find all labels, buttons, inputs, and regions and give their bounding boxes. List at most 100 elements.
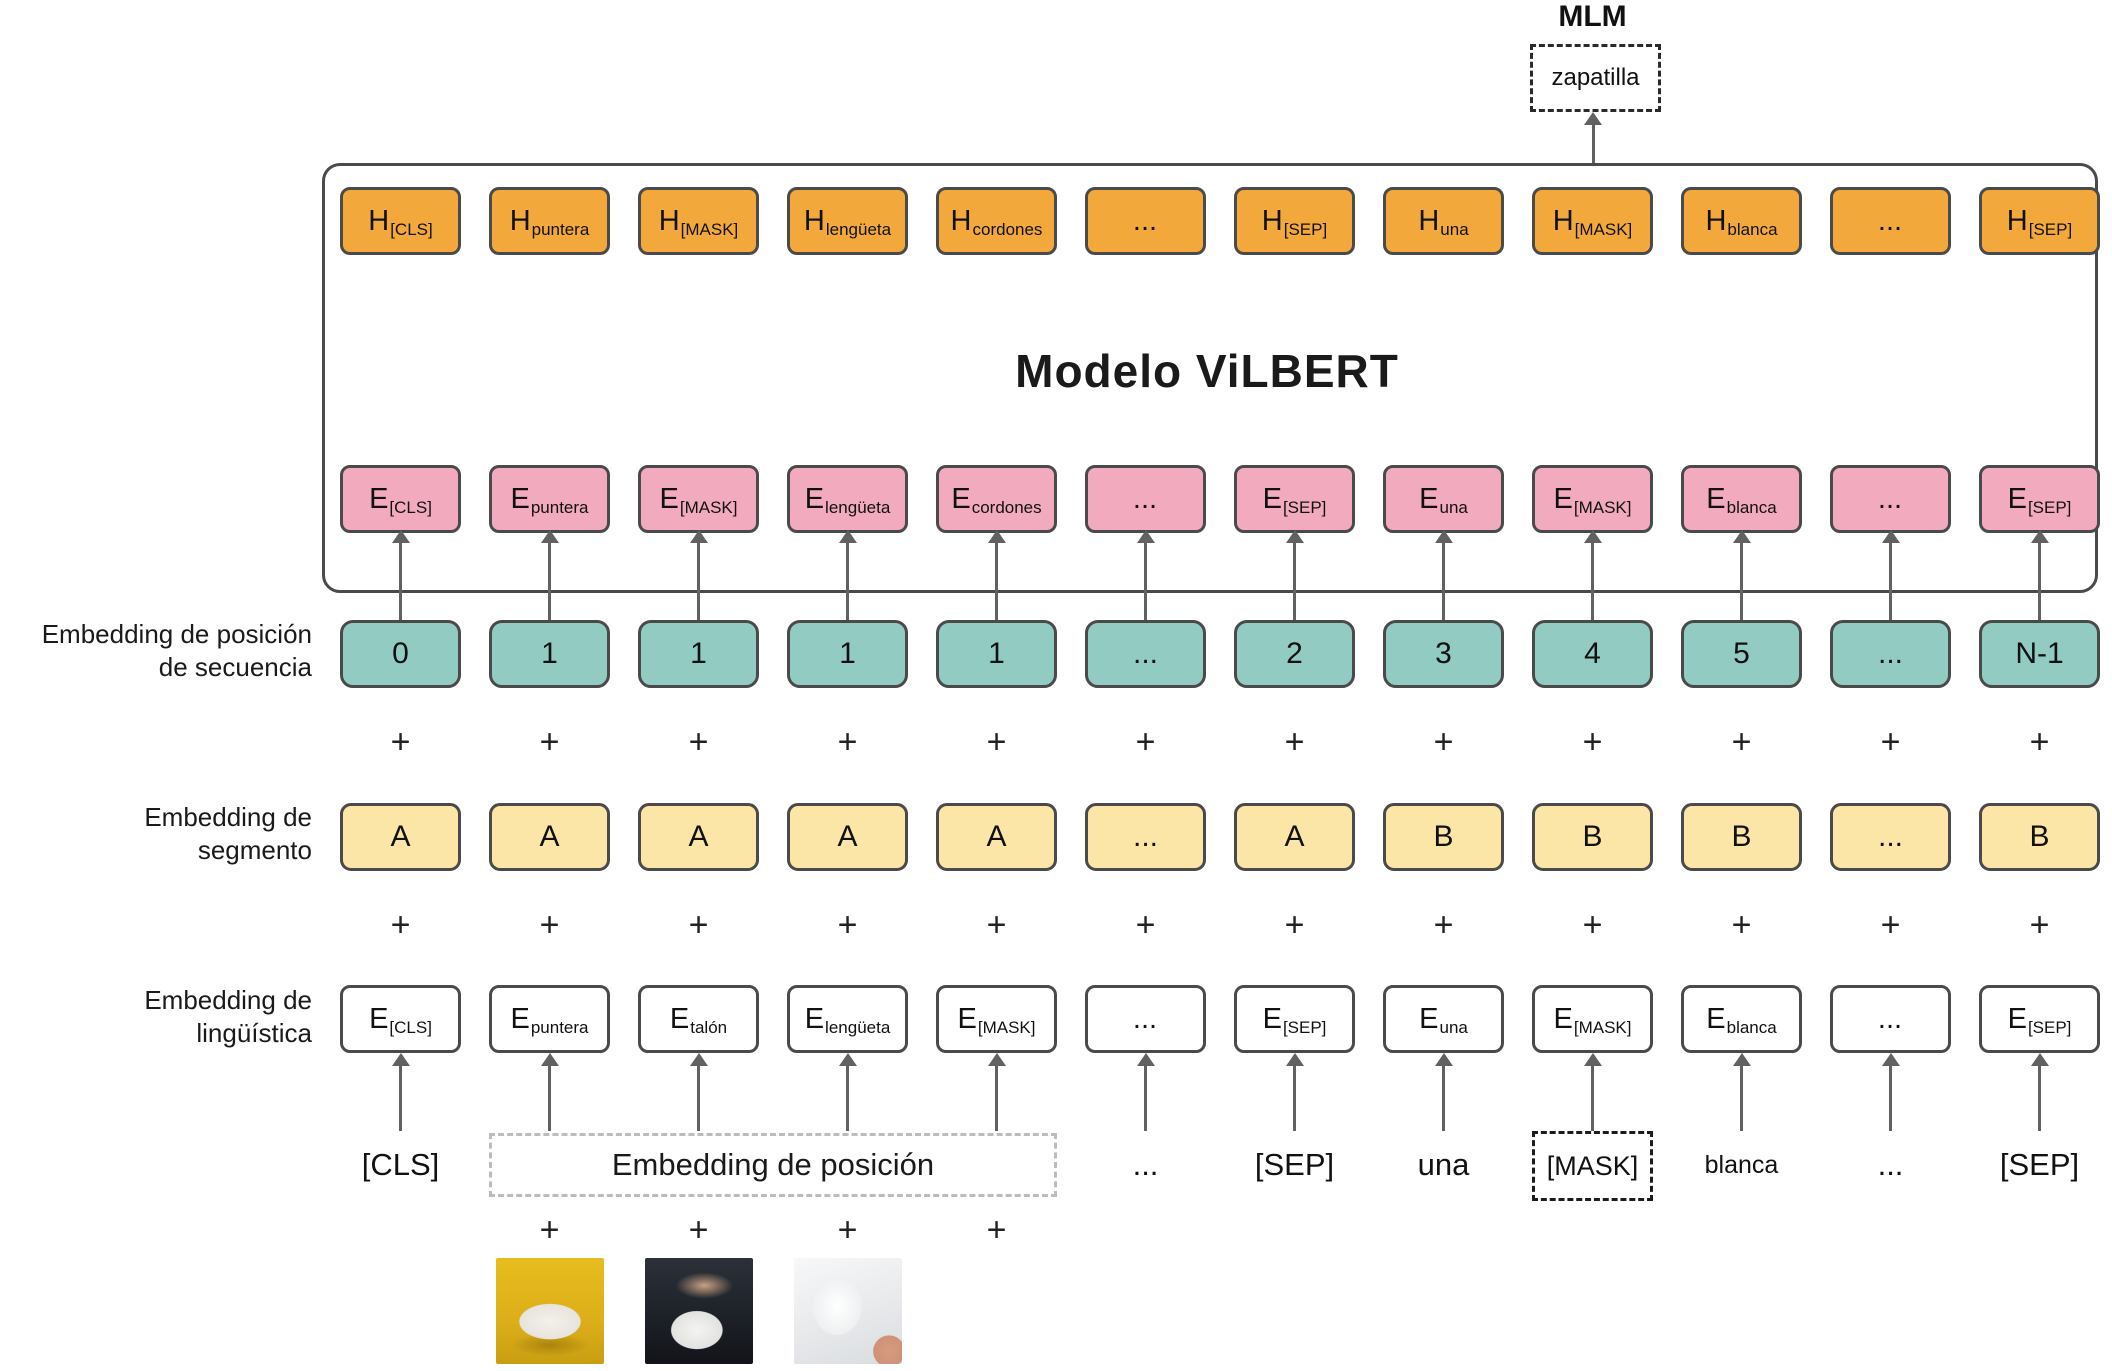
plus-sign: + [837,723,858,761]
linguistic-embedding-box: ... [1085,985,1206,1053]
plus-sign: + [1433,906,1454,944]
output-embedding-box: E[SEP] [1979,465,2100,533]
arrows-into-model [340,530,2100,620]
token-label: ... [1877,1147,1904,1182]
plus-row-3: + + + + [340,1210,2100,1250]
vilbert-model-container [322,163,2098,593]
segment-embedding-box: B [1532,803,1653,871]
segment-embedding-box: A [340,803,461,871]
plus-sign: + [1731,906,1752,944]
linguistic-embedding-box: ... [1830,985,1951,1053]
plus-sign: + [539,723,560,761]
plus-sign: + [1880,906,1901,944]
arrow-up-icon [838,530,857,620]
linguistic-embedding-box: E[SEP] [1979,985,2100,1053]
arrow-up-icon [1434,1053,1453,1131]
plus-sign: + [2029,906,2050,944]
image-patch-row [340,1258,2100,1364]
position-embedding-box: 3 [1383,620,1504,688]
position-embedding-box: 5 [1681,620,1802,688]
token-label: blanca [1704,1150,1779,1179]
output-embedding-box: ... [1085,465,1206,533]
plus-sign: + [688,1211,709,1249]
position-embedding-box: 1 [787,620,908,688]
segment-embedding-box: A [1234,803,1355,871]
mlm-predicted-token: zapatilla [1551,64,1640,91]
input-token-row: [CLS] Embedding de posición ... [SEP] un… [340,1131,2100,1201]
plus-sign: + [1284,906,1305,944]
arrow-up-icon [1881,530,1900,620]
plus-sign: + [1582,906,1603,944]
plus-sign: + [986,723,1007,761]
arrow-up-icon [540,1053,559,1131]
linguistic-embedding-label: Embedding de lingüística [144,985,312,1048]
output-embedding-box: E[CLS] [340,465,461,533]
token-label: [SEP] [1254,1147,1335,1182]
hidden-state-box: H[SEP] [1234,187,1355,255]
output-embedding-box: E[MASK] [1532,465,1653,533]
segment-embedding-row: A A A A A ... A B B B ... B [340,803,2100,871]
hidden-state-box: ... [1830,187,1951,255]
segment-embedding-box: A [638,803,759,871]
plus-sign: + [1731,723,1752,761]
segment-embedding-box: B [1681,803,1802,871]
linguistic-embedding-box: E[MASK] [936,985,1057,1053]
position-embedding-box: ... [1830,620,1951,688]
segment-embedding-box: ... [1830,803,1951,871]
arrow-up-icon [987,1053,1006,1131]
arrow-up-icon [2030,1053,2049,1131]
plus-sign: + [688,906,709,944]
plus-sign: + [539,1211,560,1249]
arrow-up-icon [540,530,559,620]
plus-sign: + [688,723,709,761]
arrow-up-icon [1434,530,1453,620]
plus-sign: + [390,723,411,761]
position-embedding-label: Embedding de posición de secuencia [41,619,312,682]
segment-embedding-box: A [787,803,908,871]
shoe-photo-2 [644,1258,753,1364]
arrow-up-icon [689,530,708,620]
plus-sign: + [837,1211,858,1249]
token-label: [CLS] [361,1147,440,1182]
hidden-state-box: H[MASK] [638,187,759,255]
arrow-up-icon [987,530,1006,620]
position-embedding-box: 4 [1532,620,1653,688]
arrow-up-icon [391,1053,410,1131]
arrow-up-icon [1584,112,1602,188]
linguistic-embedding-box: E[SEP] [1234,985,1355,1053]
arrow-up-icon [391,530,410,620]
mlm-label: MLM [1558,0,1627,33]
hidden-state-box: ... [1085,187,1206,255]
plus-sign: + [1135,906,1156,944]
token-label: [SEP] [1999,1147,2080,1182]
arrow-up-icon [689,1053,708,1131]
position-embedding-box: N-1 [1979,620,2100,688]
plus-sign: + [1284,723,1305,761]
arrow-up-icon [1881,1053,1900,1131]
shoe-photo-3 [793,1258,902,1364]
shoe-photo-1 [495,1258,604,1364]
mask-token-box: [MASK] [1532,1131,1653,1201]
plus-sign: + [2029,723,2050,761]
plus-row-2: + + + + + + + + + + + + [340,905,2100,945]
position-embedding-box: 0 [340,620,461,688]
token-label: ... [1132,1147,1159,1182]
token-label: una [1417,1147,1470,1182]
segment-embedding-box: A [489,803,610,871]
output-embedding-box: E[SEP] [1234,465,1355,533]
arrow-up-icon [1583,530,1602,620]
